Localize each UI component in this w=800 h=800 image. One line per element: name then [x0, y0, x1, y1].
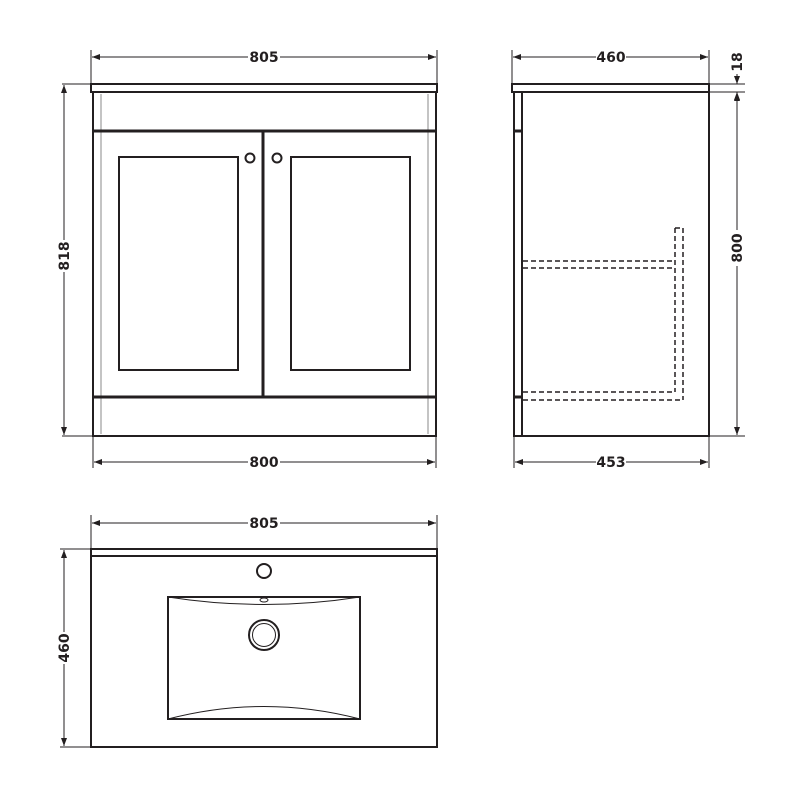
right-knob-icon — [271, 152, 283, 164]
drain-icon — [248, 619, 280, 651]
side-countertop — [511, 83, 710, 93]
countertop — [90, 83, 438, 93]
hidden-drawer-outline — [523, 227, 684, 401]
basin-bowl — [167, 596, 361, 720]
plan-view: 805 460 — [57, 515, 438, 748]
plan-width-label: 805 — [249, 516, 278, 532]
front-height-label: 818 — [57, 241, 73, 270]
side-base-depth-label: 453 — [596, 455, 625, 471]
side-top-thickness-label: 18 — [730, 52, 746, 71]
left-knob-icon — [244, 152, 256, 164]
tap-hole-icon — [256, 563, 272, 579]
basin-top — [90, 548, 438, 748]
front-base-width-label: 800 — [249, 455, 278, 471]
side-view: 460 18 800 453 — [511, 50, 746, 471]
overflow-icon — [259, 597, 269, 603]
right-door-panel — [290, 156, 411, 371]
side-body-height-label: 800 — [730, 233, 746, 262]
plan-depth-label: 460 — [57, 633, 73, 662]
front-view: 805 818 800 — [57, 50, 438, 471]
side-top-depth-label: 460 — [596, 50, 625, 66]
front-top-width-label: 805 — [249, 50, 278, 66]
cabinet-body — [92, 91, 437, 437]
left-door-panel — [118, 156, 239, 371]
side-body — [513, 91, 710, 437]
